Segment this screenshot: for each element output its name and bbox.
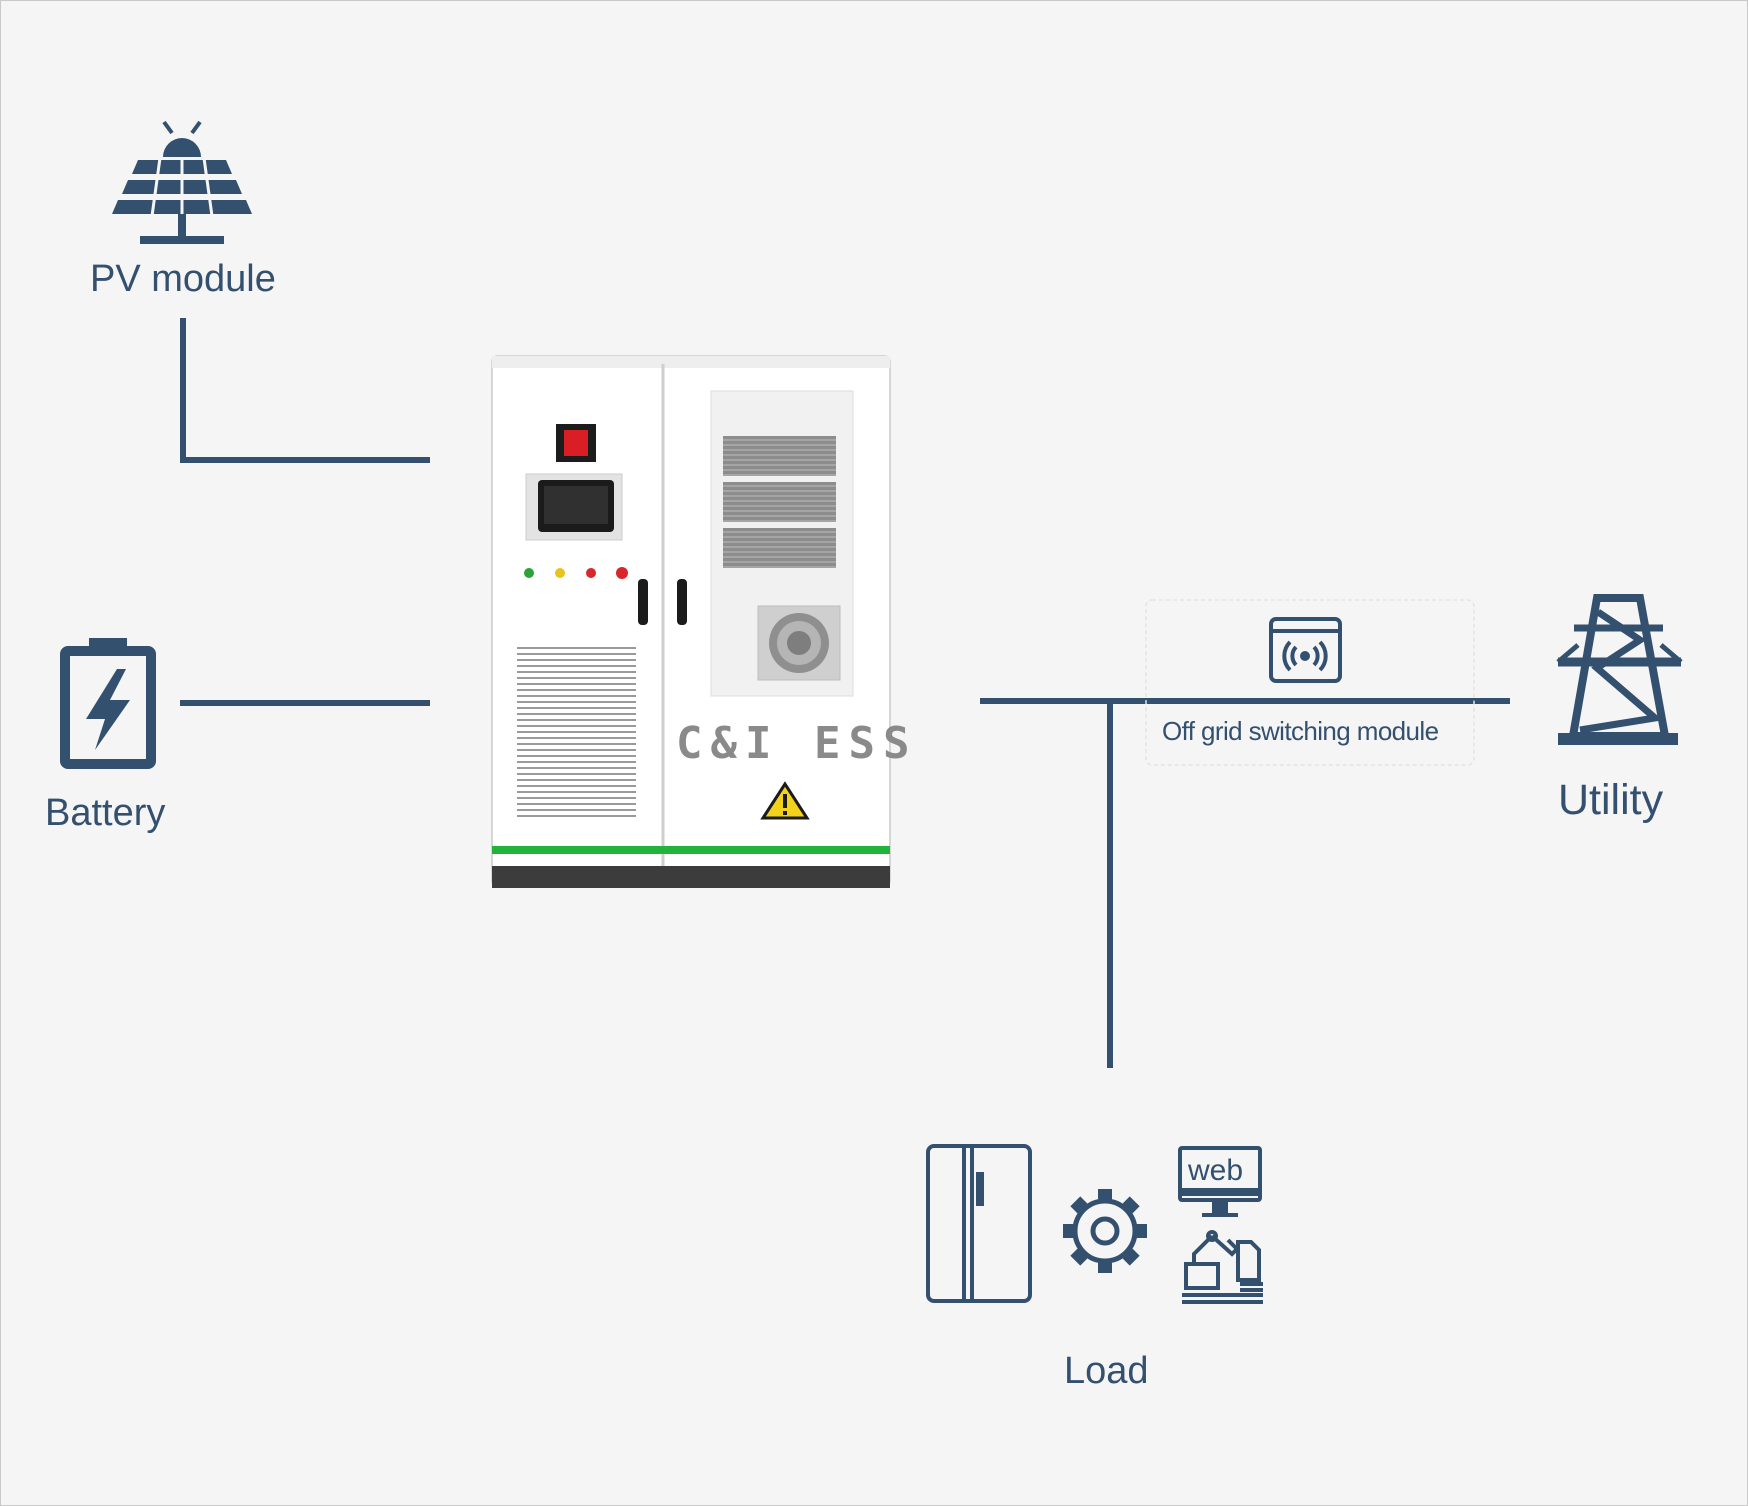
ess-cabinet (491, 355, 891, 888)
solar-panel-icon (112, 120, 252, 244)
pv-module-label: PV module (90, 258, 276, 300)
web-monitor-icon (1178, 1146, 1262, 1217)
wireless-module-icon (1269, 617, 1342, 683)
web-icon-label: web (1188, 1154, 1244, 1187)
utility-label: Utility (1558, 776, 1664, 824)
battery-icon (60, 638, 156, 769)
gear-icon (1063, 1189, 1147, 1273)
refrigerator-icon (926, 1144, 1032, 1303)
cabinet-label: C&I ESS (676, 718, 918, 769)
pv-connection-line (180, 318, 430, 463)
offgrid-module-box (1145, 599, 1475, 766)
offgrid-module-label: Off grid switching module (1162, 716, 1439, 746)
connection-lines (180, 318, 1510, 1068)
battery-label: Battery (45, 792, 166, 834)
robot-arm-icon (1182, 1230, 1263, 1304)
transmission-tower-icon (1556, 594, 1683, 745)
load-label: Load (1064, 1350, 1149, 1392)
